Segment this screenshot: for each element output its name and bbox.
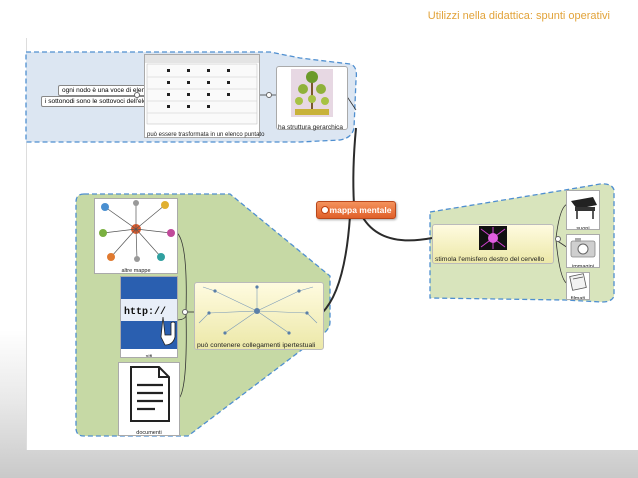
film-icon xyxy=(569,273,587,291)
neuron-icon xyxy=(479,226,507,250)
url-text: http:// xyxy=(124,306,166,318)
media-node-images[interactable]: immagini xyxy=(566,234,600,268)
network-map-icon xyxy=(198,285,318,335)
link-node-maps[interactable]: altre mappe xyxy=(94,198,178,274)
media-node-sounds[interactable]: suoni xyxy=(566,190,600,230)
list-export-label: può essere trasformata in un elenco punt… xyxy=(147,132,265,138)
right-brain-topic[interactable]: stimola l'emisfero destro del cervello xyxy=(432,224,554,264)
link-node-caption: documenti xyxy=(136,430,162,436)
subnote-list-item[interactable]: ogni nodo è una voce di elenco xyxy=(58,85,156,96)
collapse-toggle[interactable] xyxy=(182,309,188,315)
collapse-toggle[interactable] xyxy=(266,92,272,98)
central-topic-label: mappa mentale xyxy=(329,205,392,215)
subnote-label: ogni nodo è una voce di elenco xyxy=(58,85,156,96)
document-icon xyxy=(130,366,170,422)
mindmap-icon xyxy=(99,200,175,262)
list-export-node[interactable]: può essere trasformata in un elenco punt… xyxy=(144,54,265,138)
link-node-sites[interactable]: http:// siti xyxy=(120,276,178,358)
link-node-caption: altre mappe xyxy=(121,268,151,274)
hyperlinks-topic[interactable]: può contenere collegamenti ipertestuali xyxy=(194,282,324,350)
media-node-films[interactable]: filmati xyxy=(566,272,590,300)
media-node-caption: suoni xyxy=(576,226,590,230)
hierarchy-label: ha struttura gerarchica xyxy=(278,124,344,131)
media-node-caption: filmati xyxy=(570,296,586,300)
piano-icon xyxy=(571,197,597,219)
collapse-toggle[interactable] xyxy=(555,236,561,242)
tree-icon xyxy=(291,69,333,117)
central-topic[interactable]: mappa mentale xyxy=(316,201,396,219)
url-hand-icon: http:// xyxy=(121,277,177,349)
list-window-icon xyxy=(145,55,259,125)
link-node-documents[interactable]: documenti xyxy=(118,362,180,436)
hierarchy-node[interactable]: ha struttura gerarchica xyxy=(276,66,348,131)
right-brain-label: stimola l'emisfero destro del cervello xyxy=(435,256,545,263)
media-node-caption: immagini xyxy=(571,264,594,268)
hyperlinks-label: può contenere collegamenti ipertestuali xyxy=(197,342,316,349)
link-node-caption: siti xyxy=(145,354,153,358)
camera-icon xyxy=(570,238,596,258)
collapse-toggle[interactable] xyxy=(134,92,140,98)
slide-title: Utilizzi nella didattica: spunti operati… xyxy=(427,10,610,22)
mindmap-logo-icon xyxy=(320,206,329,214)
